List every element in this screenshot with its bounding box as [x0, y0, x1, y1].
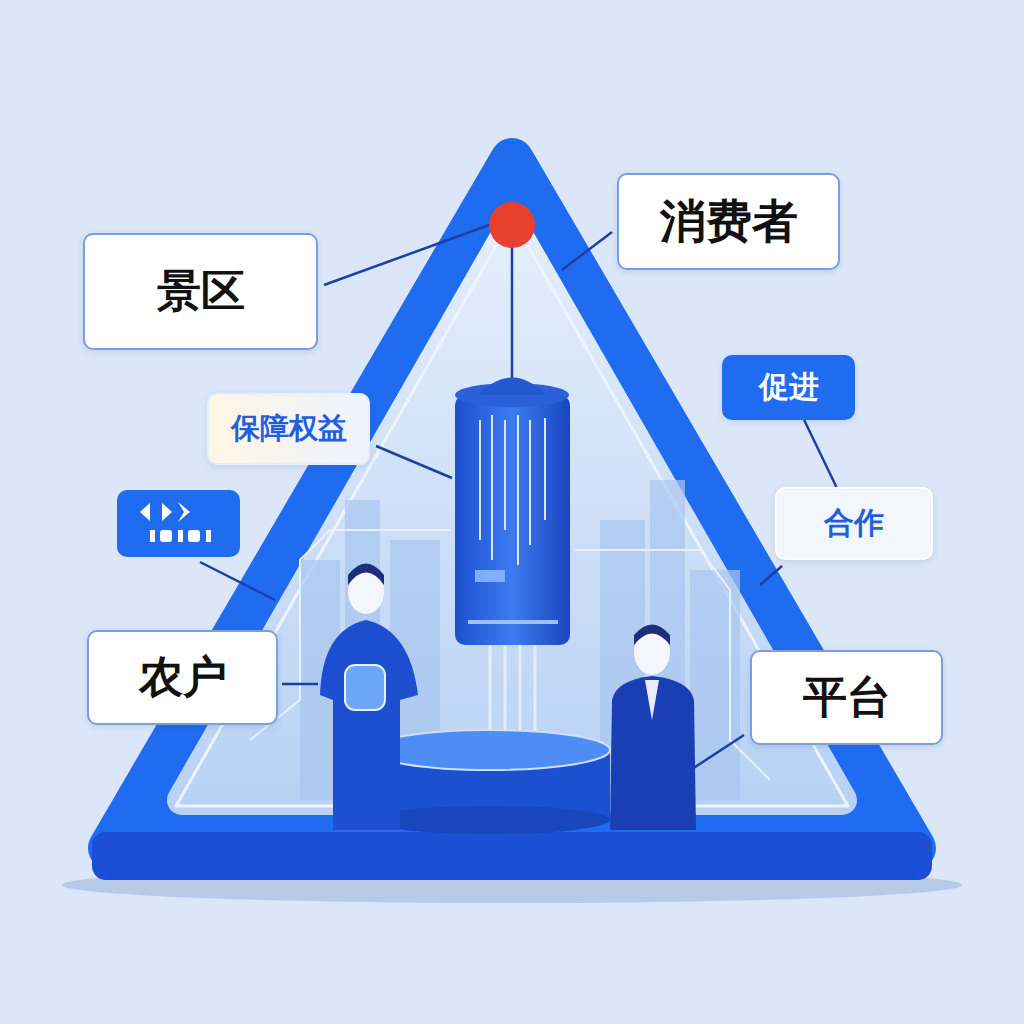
node-label: 农户: [139, 648, 227, 707]
node-label: 消费者: [660, 191, 798, 253]
pedestal: [370, 730, 610, 834]
connector: [804, 420, 836, 487]
relation-tag: 合作: [775, 487, 933, 560]
stakeholder-box: 消费者: [617, 173, 840, 270]
node-label: 保障权益: [231, 409, 347, 449]
device: [455, 378, 570, 746]
stakeholder-box: 农户: [87, 630, 278, 725]
node-label: 合作: [824, 503, 884, 544]
icon-box: [117, 490, 240, 557]
node-label: 促进: [759, 367, 819, 408]
base-bar: [92, 832, 932, 880]
node-label: 景区: [157, 262, 245, 321]
node-label: 平台: [803, 668, 891, 727]
relation-tag: 促进: [722, 355, 855, 420]
stakeholder-box: 景区: [83, 233, 318, 350]
relation-tag: 保障权益: [207, 393, 370, 465]
stakeholder-box: 平台: [750, 650, 943, 745]
red-dot: [489, 202, 535, 248]
connector-line: [804, 420, 836, 487]
person-figure: [610, 625, 696, 831]
person-figure: [320, 564, 418, 831]
